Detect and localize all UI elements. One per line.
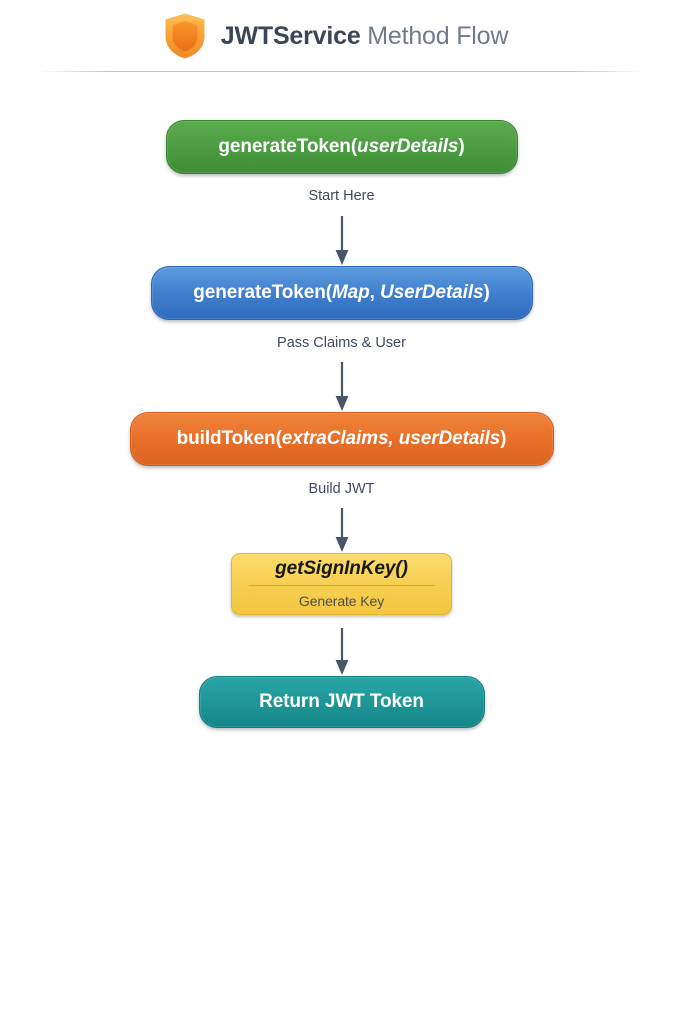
flow-edge-return (0, 615, 683, 676)
flowchart: generateToken(userDetails) Start Here ge… (0, 120, 683, 728)
arrow-down-icon (335, 507, 348, 552)
page-title-subtitle: Method Flow (367, 21, 509, 50)
flow-node-label: generateToken(Map, UserDetails) (193, 281, 490, 303)
flow-node-label: generateToken(userDetails) (218, 136, 465, 157)
flow-edge-label: Pass Claims & User (277, 334, 406, 351)
flow-node-divider (248, 585, 435, 586)
page-title: JWTService Method Flow (220, 21, 509, 50)
header-inner: JWTService Method Flow (163, 12, 508, 60)
flow-node-label: getSignInKey() (275, 558, 408, 579)
flow-node-get-sign-in-key[interactable]: getSignInKey() Generate Key (231, 552, 452, 615)
flow-node-generate-token-map-user-details[interactable]: generateToken(Map, UserDetails) (150, 265, 533, 320)
flow-node-build-token[interactable]: buildToken(extraClaims, userDetails) (129, 412, 554, 466)
arrow-down-icon (335, 627, 348, 675)
flow-node-generate-token-user-details[interactable]: generateToken(userDetails) (165, 120, 518, 174)
flow-node-label: buildToken(extraClaims, userDetails) (176, 428, 507, 449)
flow-edge-label: Start Here (308, 188, 375, 204)
arrow-down-icon (335, 362, 348, 411)
flow-edge-label: Build JWT (308, 481, 375, 497)
flow-edge-pass-claims-user: Pass Claims & User (0, 320, 683, 413)
flow-edge-start-here: Start Here (0, 174, 683, 266)
flow-node-label: Return JWT Token (259, 690, 424, 712)
page-header: JWTService Method Flow (0, 0, 683, 72)
page-title-light (361, 22, 368, 50)
shield-icon (163, 12, 207, 60)
flow-edge-build-jwt: Build JWT (0, 466, 683, 553)
header-divider (42, 71, 642, 72)
flow-node-sublabel: Generate Key (298, 593, 385, 609)
page-title-strong: JWTService (220, 21, 361, 50)
arrow-down-icon (335, 215, 348, 265)
flow-node-return-jwt-token[interactable]: Return JWT Token (198, 675, 485, 728)
